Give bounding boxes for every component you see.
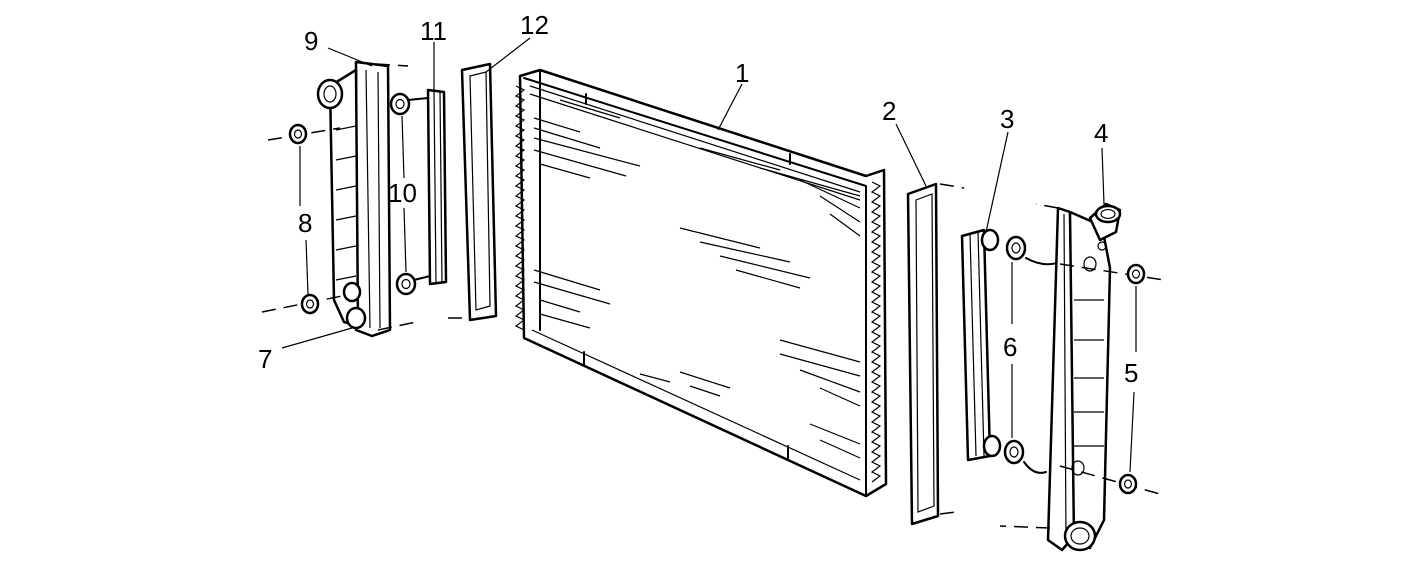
callout-3: 3 xyxy=(1000,104,1014,134)
right-oil-cooler xyxy=(960,228,1061,474)
core-fin-texture xyxy=(533,99,861,459)
callout-9: 9 xyxy=(304,26,318,56)
upper-hose-inlet-icon xyxy=(316,78,344,110)
right-tank-ribs xyxy=(1074,299,1104,447)
callouts: 1 2 3 4 5 6 7 8 9 10 11 12 xyxy=(258,10,1138,388)
right-grommets xyxy=(1059,263,1165,495)
callout-1: 1 xyxy=(735,58,749,88)
callout-10: 10 xyxy=(388,178,417,208)
left-tank xyxy=(316,60,417,338)
callout-8: 8 xyxy=(298,208,312,238)
drain-fitting-icon xyxy=(342,281,367,330)
callout-7: 7 xyxy=(258,344,272,374)
core-mounting-pins xyxy=(583,93,791,461)
leader-lines xyxy=(281,37,1105,349)
callout-12: 12 xyxy=(520,10,549,40)
core-right-fin-edge xyxy=(870,181,882,483)
callout-11: 11 xyxy=(420,16,447,46)
left-tank-ribs xyxy=(335,125,357,281)
callout-5: 5 xyxy=(1124,358,1138,388)
filler-neck-icon xyxy=(1088,202,1122,251)
left-oil-cooler xyxy=(389,88,448,296)
core-left-fin-edge xyxy=(514,85,526,331)
callout-6: 6 xyxy=(1003,332,1017,362)
callout-4: 4 xyxy=(1094,118,1108,148)
right-seal xyxy=(906,182,965,526)
left-grommets xyxy=(261,123,343,315)
right-tank xyxy=(999,202,1122,552)
callout-2: 2 xyxy=(882,96,896,126)
radiator-core xyxy=(514,68,888,498)
lower-hose-outlet-icon xyxy=(1063,520,1097,552)
left-seal xyxy=(448,62,498,322)
